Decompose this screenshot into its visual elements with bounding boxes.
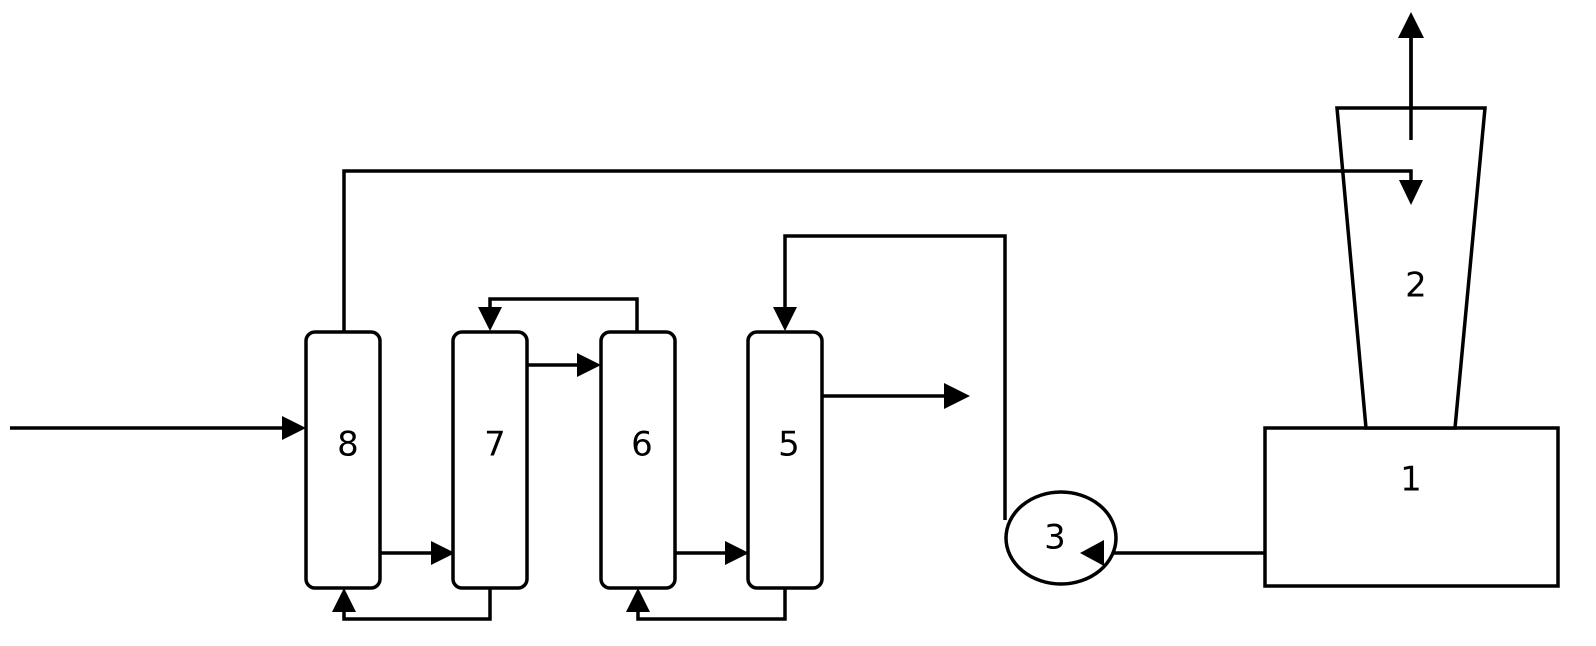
line-8-to-2	[342, 169, 1413, 332]
line-6-to-7-top	[488, 297, 639, 332]
arrowhead-into-2-inner	[1399, 180, 1423, 205]
column-8	[304, 330, 382, 590]
line-5-return-6	[636, 588, 787, 621]
line-3-to-5	[783, 234, 1007, 520]
column-7	[451, 330, 529, 590]
vent-arrowhead	[1398, 12, 1424, 38]
column-6-label: 6	[631, 425, 653, 465]
arrowhead-into-7-bottom	[431, 541, 455, 565]
feed-arrowhead	[282, 416, 306, 440]
product-arrowhead	[944, 383, 970, 409]
tank-1	[1263, 426, 1560, 588]
line-7-return-8	[342, 588, 492, 621]
tank-1-label: 1	[1400, 460, 1422, 500]
column-8-label: 8	[337, 425, 359, 465]
arrowhead-into-6	[577, 353, 601, 377]
arrowhead-into-5-bottom	[725, 541, 749, 565]
column-6	[599, 330, 677, 590]
arrowhead-into-3-overlay	[1080, 540, 1104, 566]
line-8-to-2-inner	[1340, 169, 1413, 182]
column-7-label: 7	[484, 425, 506, 465]
column-5-label: 5	[778, 425, 800, 465]
tower-2-label: 2	[1405, 266, 1427, 306]
arrowhead-into-6-bottom	[626, 588, 650, 612]
column-5	[746, 330, 824, 590]
unit-3-label: 3	[1044, 518, 1066, 558]
tower-2	[1335, 106, 1487, 430]
arrowhead-into-7-top	[478, 307, 502, 331]
unit-3-circle	[1004, 490, 1118, 586]
arrowhead-into-5-top	[773, 307, 797, 331]
arrowhead-into-8-bottom	[332, 588, 356, 612]
